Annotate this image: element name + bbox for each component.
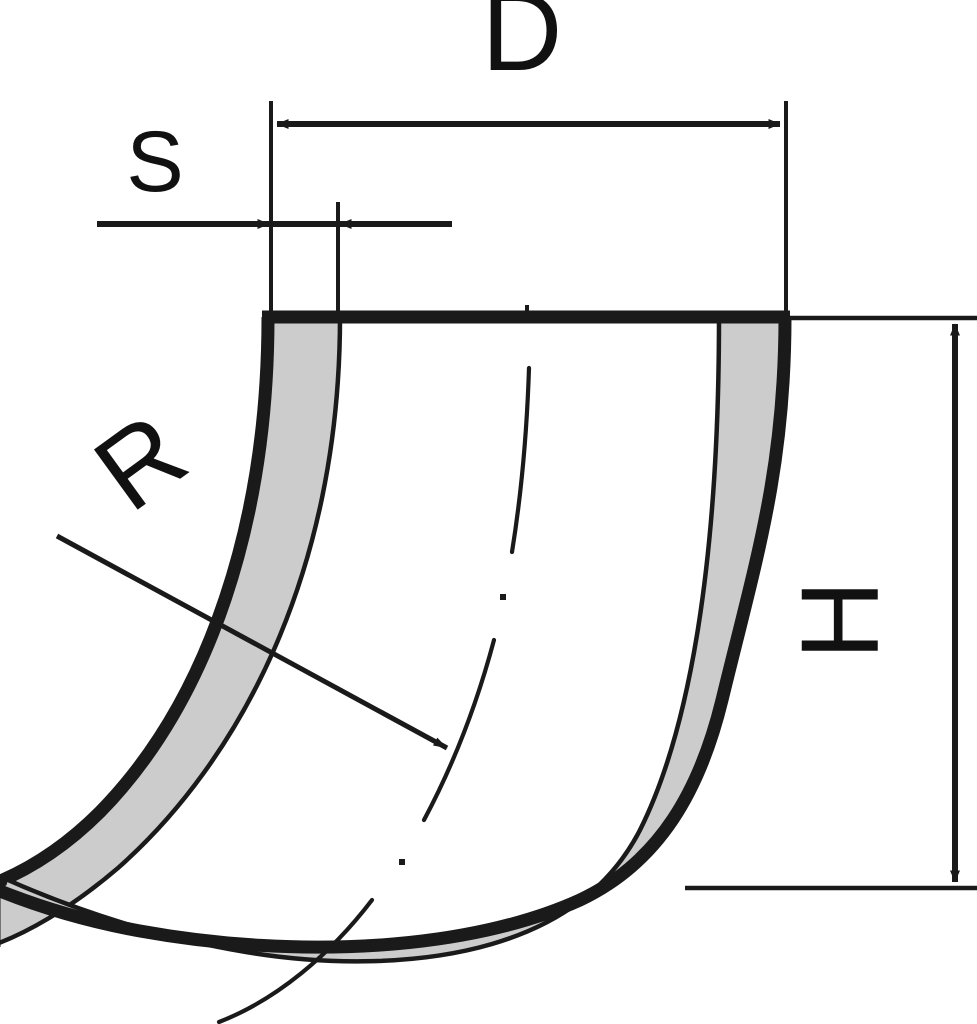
centerline-dot-1: [500, 594, 506, 600]
right-wall-outer-edge: [0, 316, 792, 954]
bend-radius-leader-line: [55, 533, 449, 751]
left-wall-inner-edge: [0, 314, 343, 946]
bend-centerline-group: [216, 365, 532, 1024]
elbow-body: [0, 305, 792, 964]
dimension-diameter: D: [269, 0, 788, 320]
height-label: H: [779, 580, 902, 659]
dimension-height: H: [685, 315, 977, 891]
centerline-dash-1: [509, 365, 532, 555]
wall-thickness-label: S: [126, 114, 183, 210]
diameter-label: D: [482, 0, 563, 94]
left-wall-outer-edge: [0, 316, 275, 889]
left-wall-fill: [0, 317, 340, 943]
centerline-dash-3: [216, 897, 375, 1024]
centerline-dash-2: [421, 637, 497, 823]
centerline-dot-2: [399, 859, 405, 865]
dimension-wall-thickness: S: [97, 114, 452, 320]
